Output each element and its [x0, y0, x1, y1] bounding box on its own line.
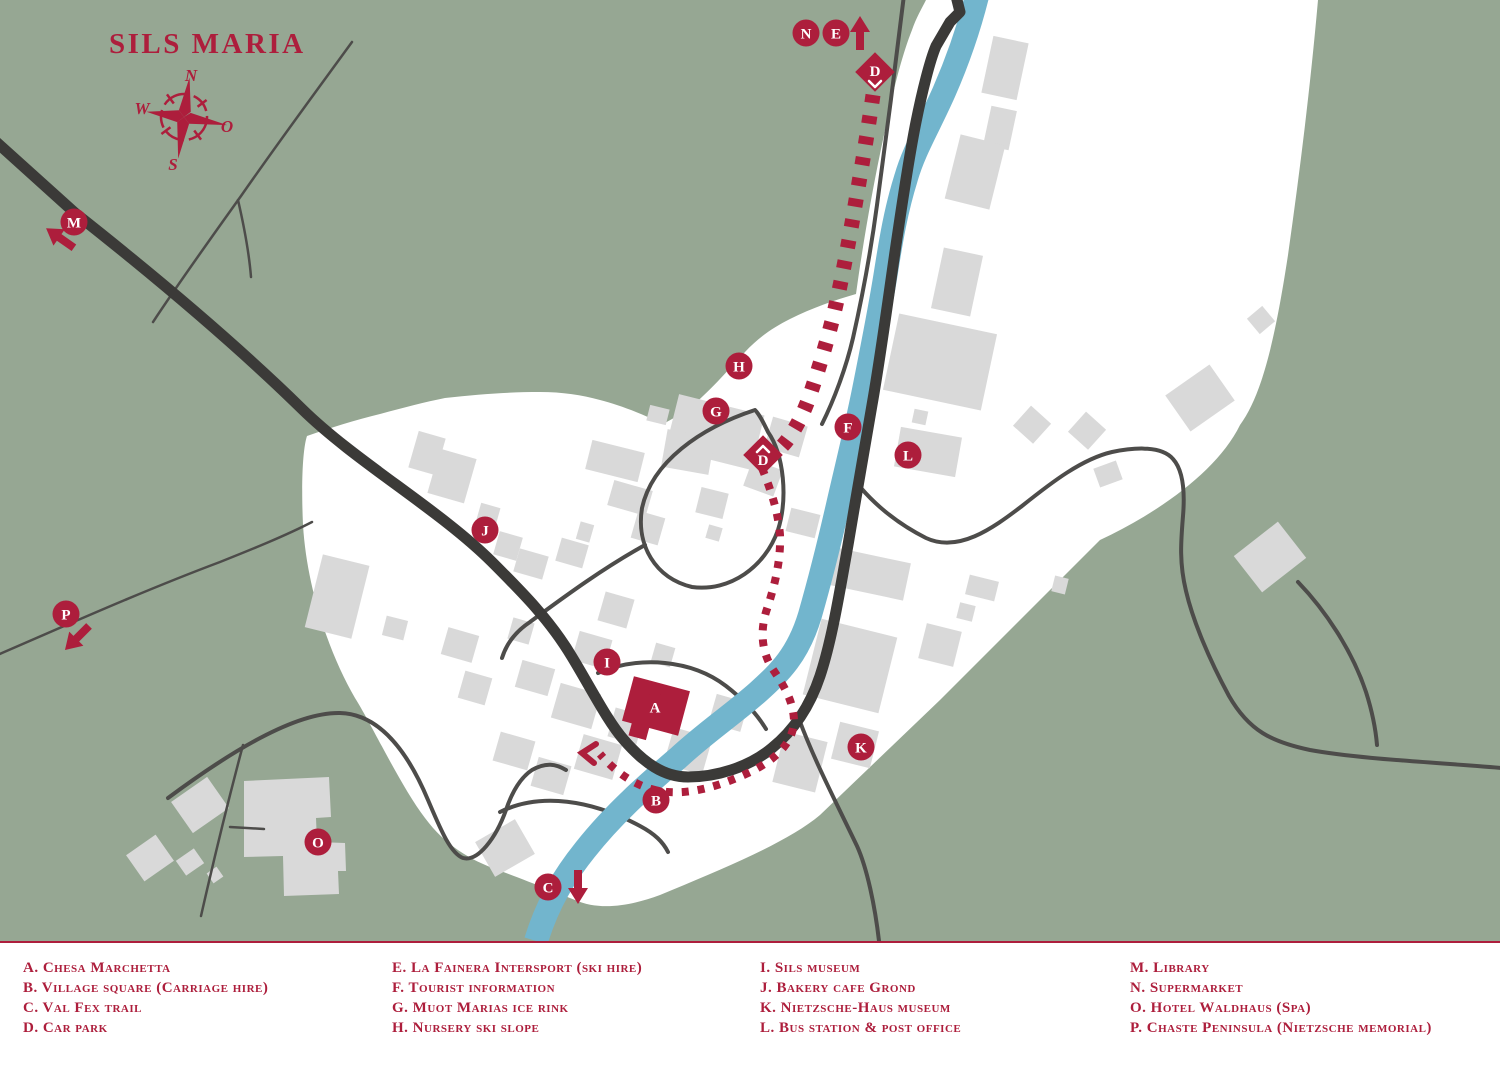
legend-column: E. La Fainera Intersport (ski hire) F. To…	[392, 958, 642, 1038]
marker-j[interactable]: J	[471, 516, 499, 544]
carpark-trail	[772, 93, 881, 456]
svg-text:P: P	[61, 608, 70, 624]
poi-markers: A B C D D E F G H I J K L M N O P	[52, 19, 922, 901]
marker-m[interactable]: M	[60, 208, 88, 236]
svg-text:M: M	[67, 216, 81, 232]
village-loop-trail	[596, 466, 799, 797]
arrow-library-direction	[46, 228, 77, 252]
main-road	[0, 0, 966, 783]
compass-rose	[146, 77, 228, 159]
svg-text:O: O	[312, 836, 324, 852]
marker-h[interactable]: H	[725, 352, 753, 380]
marker-e[interactable]: E	[822, 19, 850, 47]
legend-item-p: P. Chaste Peninsula (Nietzsche memorial)	[1130, 1020, 1432, 1036]
svg-text:K: K	[855, 741, 867, 757]
legend-item-g: G. Muot Marias ice rink	[392, 1000, 569, 1016]
svg-text:S: S	[168, 155, 177, 174]
marker-n[interactable]: N	[792, 19, 820, 47]
legend-item-c: C. Val Fex trail	[23, 1000, 142, 1016]
legend-column: M. Library N. Supermarket O. Hotel Waldhau…	[1130, 958, 1432, 1038]
legend-item-e: E. La Fainera Intersport (ski hire)	[392, 960, 643, 976]
marker-a[interactable]: A	[641, 693, 669, 721]
direction-arrows	[46, 16, 870, 904]
marker-d-carpark[interactable]: D	[855, 52, 895, 92]
marker-p[interactable]: P	[52, 600, 80, 628]
legend-column: A. Chesa Marchetta B. Village square (Car…	[23, 958, 268, 1038]
legend-item-f: F. Tourist information	[392, 980, 556, 996]
arrow-north-exit	[850, 16, 870, 50]
svg-text:E: E	[831, 27, 841, 43]
svg-text:N: N	[184, 66, 198, 85]
svg-text:C: C	[543, 881, 554, 897]
legend-item-a: A. Chesa Marchetta	[23, 960, 171, 976]
trail-end-mark	[576, 741, 599, 766]
svg-text:W: W	[134, 99, 151, 118]
svg-text:N: N	[801, 27, 812, 43]
legend-column: I. Sils museum J. Bakery cafe Grond K. Nie…	[760, 958, 961, 1038]
page-title: SILS MARIA	[109, 28, 306, 60]
legend-item-j: J. Bakery cafe Grond	[760, 980, 916, 996]
svg-text:H: H	[733, 360, 745, 376]
village-area	[302, 0, 1318, 907]
marker-c[interactable]: C	[534, 873, 562, 901]
svg-text:O: O	[221, 117, 233, 136]
arrow-peninsula-direction	[64, 623, 92, 651]
minor-roads	[0, 0, 1500, 941]
svg-text:L: L	[903, 449, 913, 465]
marker-b[interactable]: B	[642, 786, 670, 814]
svg-text:D: D	[758, 453, 769, 469]
svg-text:I: I	[604, 656, 610, 672]
legend-item-h: H. Nursery ski slope	[392, 1020, 540, 1036]
legend-item-l: L. Bus station & post office	[760, 1020, 962, 1036]
marker-k[interactable]: K	[847, 733, 875, 761]
legend-item-o: O. Hotel Waldhaus (Spa)	[1130, 1000, 1312, 1016]
svg-text:D: D	[870, 64, 881, 80]
svg-text:B: B	[651, 794, 661, 810]
svg-text:F: F	[843, 421, 852, 437]
marker-l[interactable]: L	[894, 441, 922, 469]
marker-o[interactable]: O	[304, 828, 332, 856]
legend-item-m: M. Library	[1130, 960, 1210, 976]
legend-item-b: B. Village square (Carriage hire)	[23, 980, 269, 996]
svg-text:J: J	[481, 524, 489, 540]
arrow-valfex-direction	[568, 870, 588, 904]
legend-item-i: I. Sils museum	[760, 960, 861, 976]
legend-item-n: N. Supermarket	[1130, 980, 1244, 996]
legend-item-d: D. Car park	[23, 1020, 108, 1036]
svg-text:G: G	[710, 405, 722, 421]
buildings	[126, 35, 1307, 896]
compass-labels: N W O S	[134, 66, 233, 174]
hotel-waldhaus-building	[244, 777, 346, 896]
marker-i[interactable]: I	[593, 648, 621, 676]
legend-item-k: K. Nietzsche-Haus museum	[760, 1000, 951, 1016]
marker-d-carpark[interactable]: D	[743, 435, 783, 475]
village-map: N W O S SILS MARIA A B C D D E F G H I J K L M N O P	[0, 0, 1500, 941]
marker-f[interactable]: F	[834, 413, 862, 441]
walking-trails	[576, 93, 881, 797]
legend: A. Chesa Marchetta B. Village square (Car…	[0, 941, 1500, 1066]
marker-g[interactable]: G	[702, 397, 730, 425]
svg-text:A: A	[650, 701, 661, 717]
